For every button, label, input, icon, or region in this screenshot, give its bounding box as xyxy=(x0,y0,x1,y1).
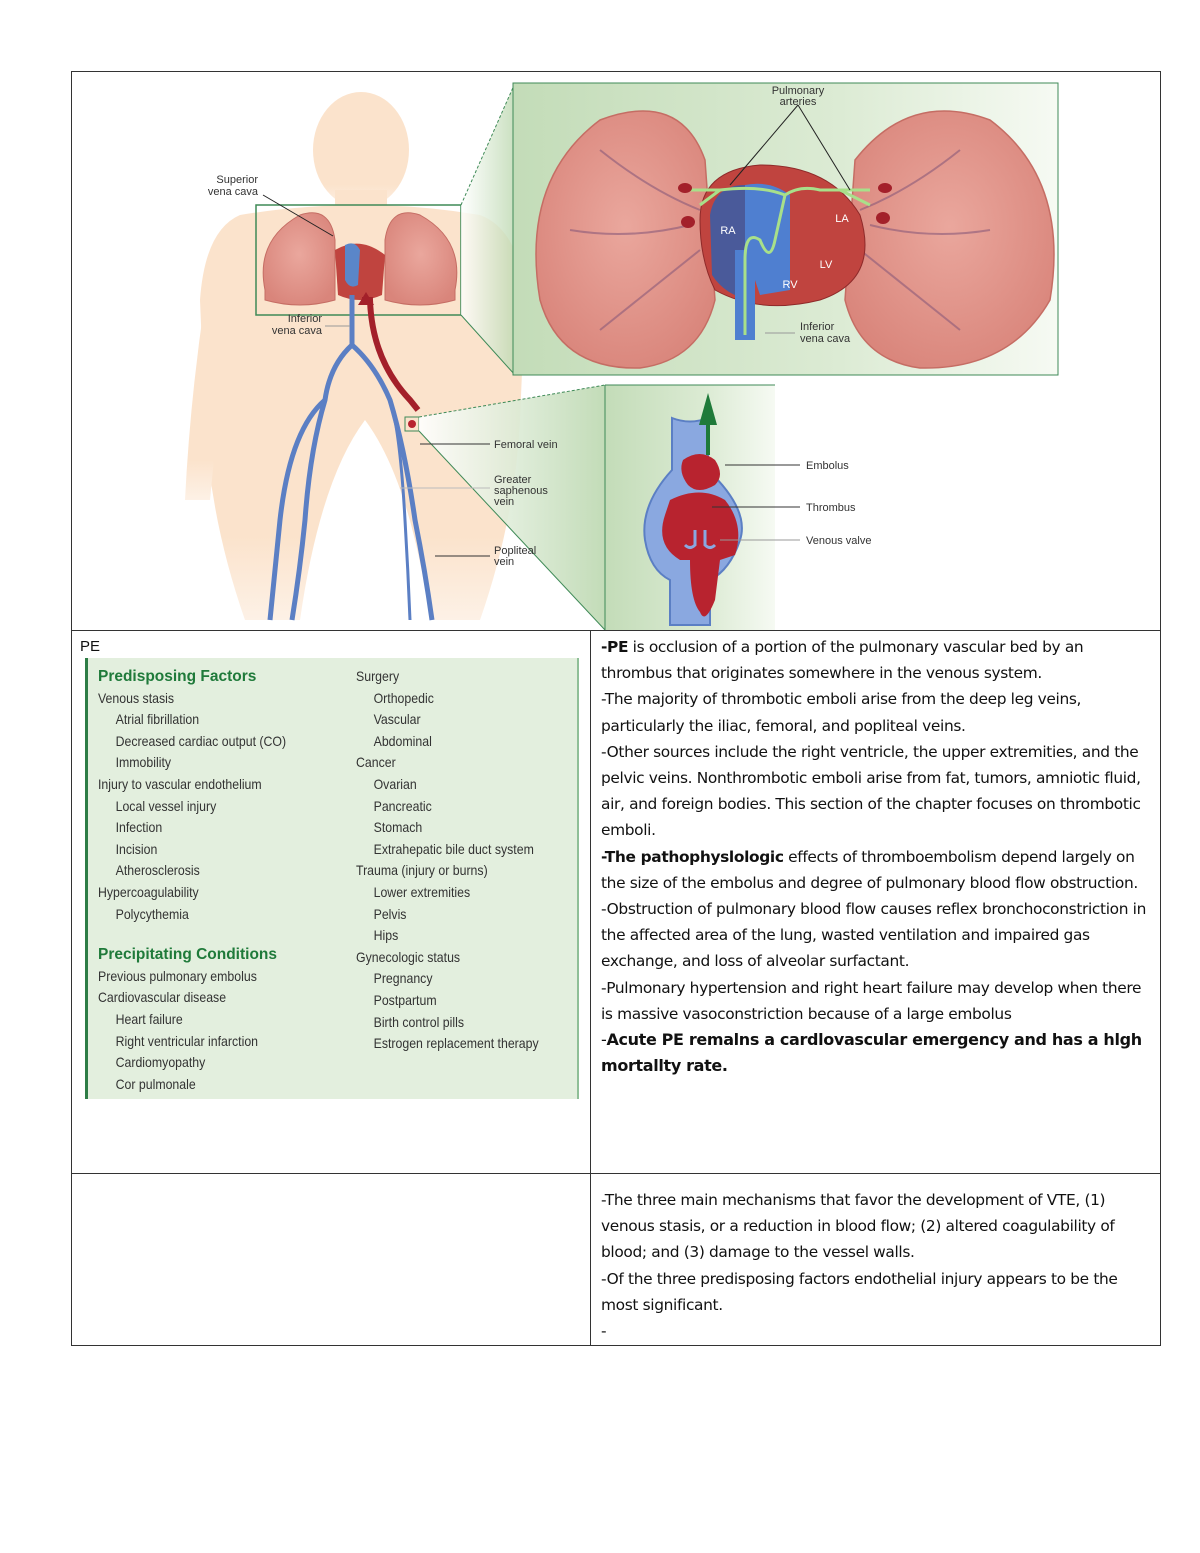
note-endothelial-injury: -Of the three predisposing factors endot… xyxy=(601,1269,1118,1314)
body-silhouette xyxy=(185,92,525,620)
risk-factor-item: Injury to vascular endothelium xyxy=(98,775,262,792)
note-vte-mechanisms: -The three main mechanisms that favor th… xyxy=(601,1191,1115,1262)
note-empty-bullet: - xyxy=(601,1322,607,1341)
pulmonary-arteries-label: Pulmonary xyxy=(772,85,825,97)
note-pathophysiology: -The pathophyslologic effects of thrombo… xyxy=(601,847,1138,892)
inset-inferior-vena-cava-label: Inferior xyxy=(800,321,835,333)
risk-factor-item: Trauma (injury or burns) xyxy=(356,862,488,879)
svg-text:arteries: arteries xyxy=(780,96,817,108)
svg-text:vein: vein xyxy=(494,556,514,568)
ra-label: RA xyxy=(720,225,736,237)
svg-text:vena cava: vena cava xyxy=(272,325,323,337)
notes-table-frame xyxy=(71,71,1161,1346)
thrombus-label: Thrombus xyxy=(806,502,856,514)
risk-factor-item: Cardiovascular disease xyxy=(98,989,227,1006)
pe-notes: -PE is occlusion of a portion of the pul… xyxy=(601,634,1157,1079)
inferior-vena-cava-label: Inferior xyxy=(288,313,323,325)
risk-factor-item: Local vessel injury xyxy=(115,797,217,814)
note-obstruction: -Obstruction of pulmonary blood flow cau… xyxy=(601,900,1146,971)
note-definition: -PE is occlusion of a portion of the pul… xyxy=(601,638,1084,683)
svg-text:saphenous: saphenous xyxy=(494,485,548,497)
precipitating-conditions-heading: Precipitating Conditions xyxy=(98,946,277,964)
embolus-label: Embolus xyxy=(806,460,849,472)
predisposing-factors-heading: Predisposing Factors xyxy=(98,668,257,685)
femoral-vein-label: Femoral vein xyxy=(494,439,558,451)
risk-factor-item: Postpartum xyxy=(373,991,437,1008)
heart-lung-inset: Pulmonary arteries RA LA LV RV Inferior … xyxy=(512,82,1059,376)
risk-factor-item: Vascular xyxy=(373,711,421,728)
risk-factor-item: Orthopedic xyxy=(373,689,434,706)
popliteal-vein-label: Popliteal xyxy=(494,545,536,557)
venous-valve-label: Venous valve xyxy=(806,535,871,547)
risk-factor-item: Polycythemia xyxy=(115,905,189,922)
risk-factor-item: Venous stasis xyxy=(98,689,175,706)
svg-text:vein: vein xyxy=(494,496,514,508)
svg-text:vena cava: vena cava xyxy=(208,186,259,198)
lv-label: LV xyxy=(820,259,833,271)
risk-factor-item: Right ventricular infarction xyxy=(115,1032,259,1049)
risk-factor-item: Abdominal xyxy=(373,732,432,749)
risk-factor-item: Cancer xyxy=(356,754,396,771)
risk-factor-item: Atrial fibrillation xyxy=(115,711,200,728)
note-pulmonary-hypertension: -Pulmonary hypertension and right heart … xyxy=(601,978,1142,1023)
risk-factor-item: Immobility xyxy=(115,754,172,771)
risk-factor-item: Cardiomyopathy xyxy=(115,1054,206,1071)
risk-factor-item: Cor pulmonale xyxy=(115,1075,196,1092)
risk-factor-item: Lower extremities xyxy=(373,883,471,900)
risk-factor-item: Gynecologic status xyxy=(356,948,461,965)
risk-factor-item: Stomach xyxy=(373,819,423,836)
note-origin: -The majority of thrombotic emboli arise… xyxy=(601,690,1082,735)
risk-factor-item: Pregnancy xyxy=(373,970,433,987)
risk-factor-item: Pancreatic xyxy=(373,797,432,814)
risk-factor-item: Birth control pills xyxy=(373,1013,464,1030)
vein-clot-inset: Embolus Thrombus Venous valve xyxy=(604,384,871,630)
risk-factor-item: Hypercoagulability xyxy=(98,883,199,900)
note-emergency: -Acute PE remalns a cardlovascular emerg… xyxy=(601,1030,1142,1076)
risk-factor-item: Infection xyxy=(115,819,163,836)
note-other-sources: -Other sources include the right ventric… xyxy=(601,742,1141,840)
risk-factor-item: Pelvis xyxy=(373,905,407,922)
row-divider-1 xyxy=(71,630,1161,631)
greater-saphenous-vein-label: Greater xyxy=(494,474,532,486)
risk-factor-item: Heart failure xyxy=(115,1010,183,1027)
risk-factor-item: Surgery xyxy=(356,668,400,684)
rv-label: RV xyxy=(782,279,798,291)
risk-factor-item: Decreased cardiac output (CO) xyxy=(115,732,287,749)
risk-factor-item: Atherosclerosis xyxy=(115,862,200,879)
risk-factor-item: Hips xyxy=(373,927,399,944)
la-label: LA xyxy=(835,213,849,225)
risk-factor-item: Incision xyxy=(115,840,158,857)
superior-vena-cava-label: Superior xyxy=(216,174,258,186)
svg-text:vena cava: vena cava xyxy=(800,333,851,345)
vte-notes: -The three main mechanisms that favor th… xyxy=(601,1187,1157,1344)
risk-factor-item: Previous pulmonary embolus xyxy=(98,967,257,984)
risk-factor-item: Estrogen replacement therapy xyxy=(373,1035,539,1052)
risk-factor-item: Ovarian xyxy=(373,775,417,792)
pe-cell-label: PE xyxy=(80,638,101,655)
risk-factor-item: Extrahepatic bile duct system xyxy=(373,840,534,857)
row-divider-2 xyxy=(71,1173,1161,1174)
pulmonary-embolism-illustration: Superior vena cava Inferior vena cava xyxy=(73,73,1159,630)
column-divider xyxy=(590,630,591,1346)
